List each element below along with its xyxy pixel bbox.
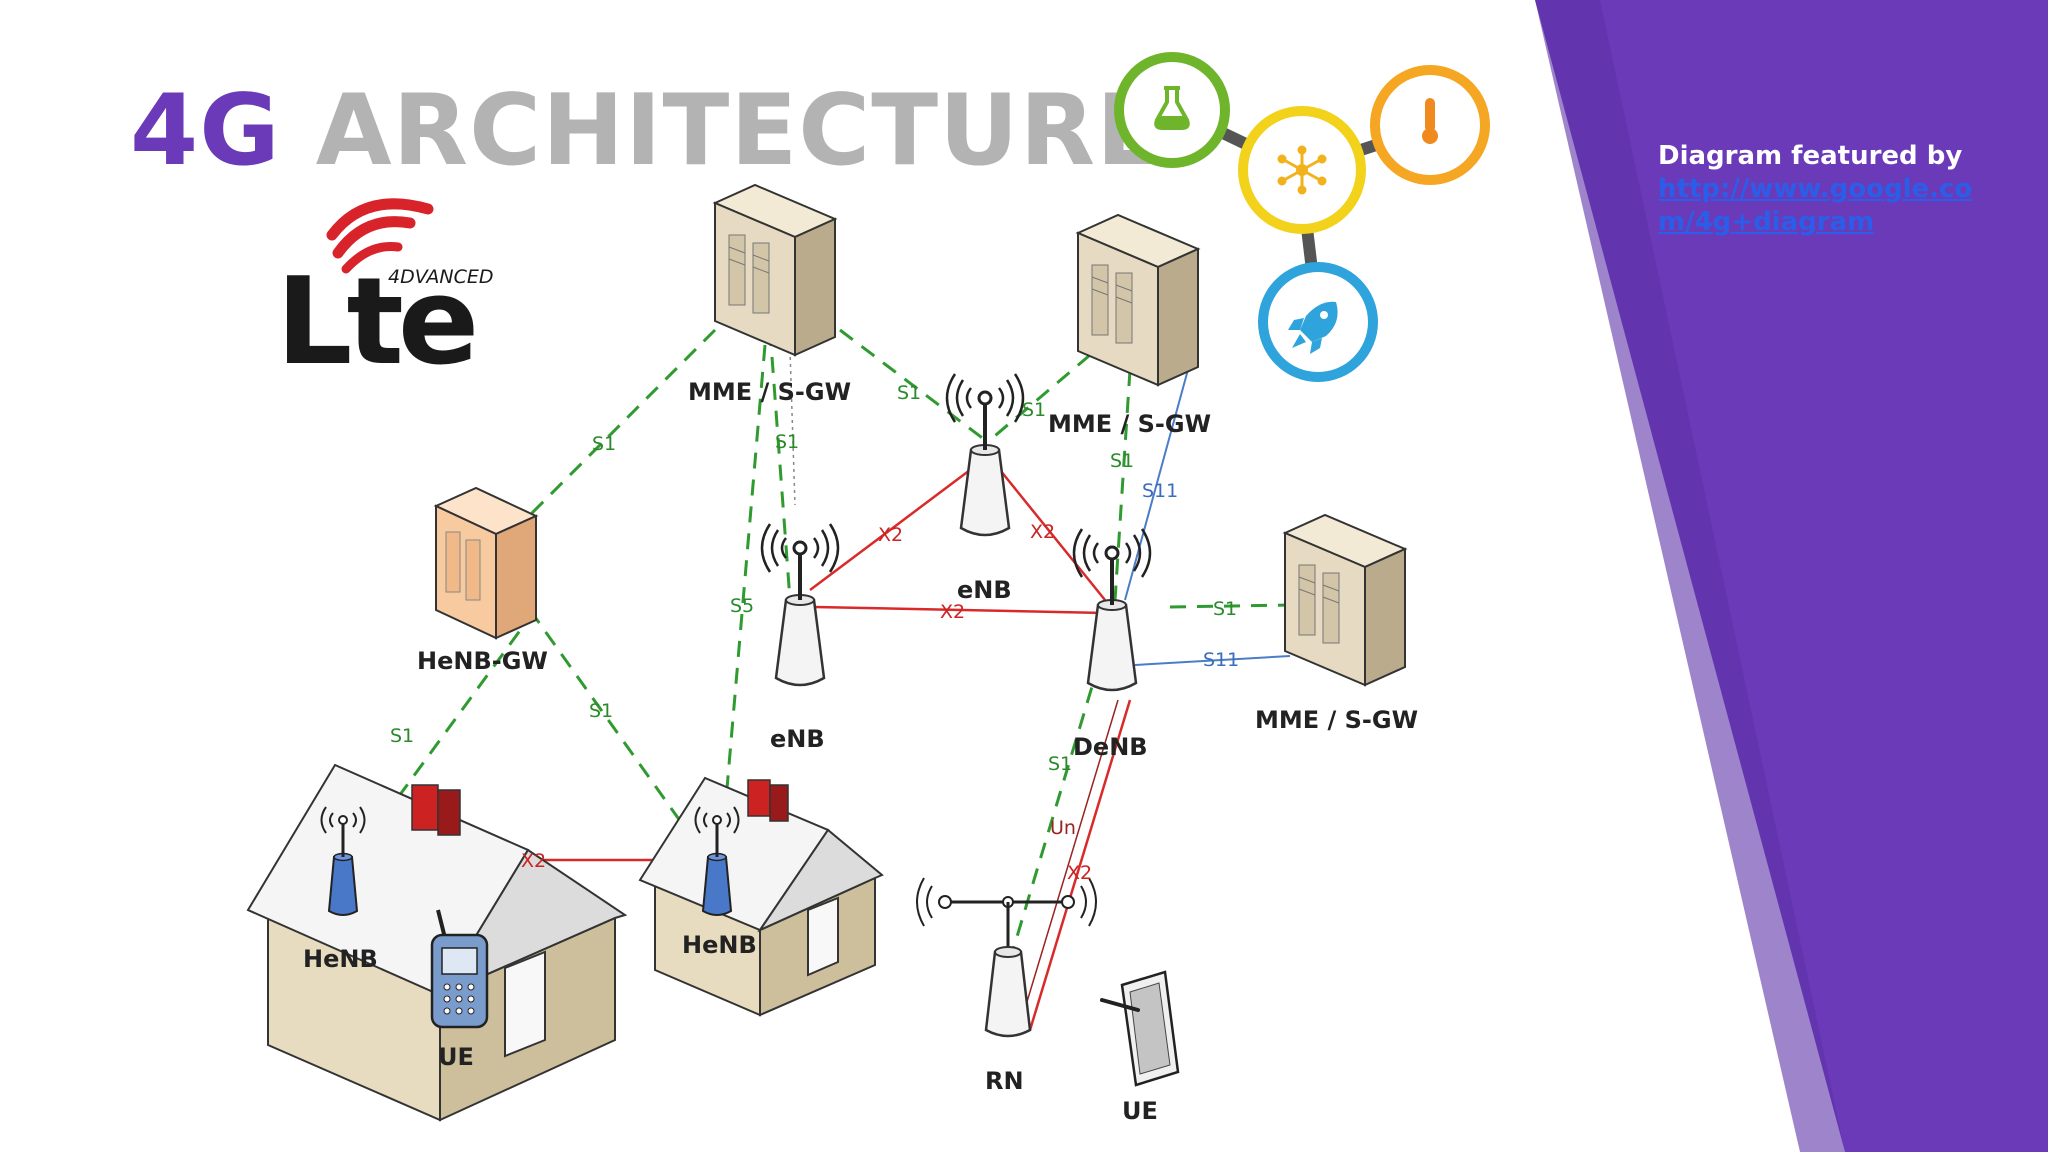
if-label-s1: S1 [897, 382, 921, 404]
label-ue-left: UE [438, 1043, 474, 1071]
rn-relay-node [916, 877, 1097, 1038]
label-henb-gw: HeNB-GW [417, 647, 548, 675]
s11-links [1124, 354, 1291, 666]
title-rest: ARCHITECTURE [315, 74, 1165, 188]
logo-tm: TM [437, 296, 450, 305]
enb-tower-left [760, 522, 840, 687]
label-henb-left: HeNB [303, 945, 378, 973]
network-icon [1238, 106, 1366, 234]
mme-sgw-server-right [1284, 514, 1406, 686]
house-right [638, 776, 884, 1017]
logo-text: Lte [276, 253, 474, 385]
enb-tower-top [945, 372, 1025, 537]
if-label-s1: S1 [592, 433, 616, 455]
process-icons [1114, 52, 1490, 382]
credit-link[interactable]: http://www.google.com/4g+diagram [1658, 174, 1973, 237]
if-label-x2: X2 [1030, 521, 1055, 543]
label-mme-top: MME / S-GW [688, 378, 851, 406]
if-label-x2: X2 [878, 524, 903, 546]
if-label-x2: X2 [1067, 862, 1092, 884]
if-label-s5: S5 [730, 595, 754, 617]
rocket-icon [1258, 262, 1378, 382]
if-label-s11: S11 [1203, 649, 1239, 671]
label-mme-right-top: MME / S-GW [1048, 410, 1211, 438]
slide-title: 4G ARCHITECTURE [130, 82, 1164, 180]
label-mme-right: MME / S-GW [1255, 706, 1418, 734]
if-label-x2: X2 [940, 601, 965, 623]
if-label-un: Un [1050, 817, 1076, 839]
mme-sgw-server-right-top [1077, 214, 1199, 386]
credit-text: Diagram featured by [1658, 141, 1963, 171]
if-label-s1: S1 [775, 431, 799, 453]
if-label-x2: X2 [521, 850, 546, 872]
logo-sub: 4DVANCED [388, 266, 494, 288]
thermometer-icon [1370, 65, 1490, 185]
label-enb-top: eNB [957, 576, 1012, 604]
henb-gw-server [435, 487, 537, 639]
label-ue-right: UE [1122, 1097, 1158, 1125]
label-denb: DeNB [1073, 733, 1148, 761]
if-label-s1: S1 [1213, 598, 1237, 620]
if-label-s1: S1 [390, 725, 414, 747]
title-accent: 4G [130, 74, 281, 188]
if-label-s11: S11 [1142, 480, 1178, 502]
flask-icon [1114, 52, 1230, 168]
mme-sgw-server-top [714, 184, 836, 356]
label-henb-right: HeNB [682, 931, 757, 959]
signal-arcs-icon [326, 198, 434, 274]
label-enb-left: eNB [770, 725, 825, 753]
label-rn: RN [985, 1067, 1024, 1095]
s1-link-dotted [789, 349, 796, 506]
diagram-credit: Diagram featured by http://www.google.co… [1658, 140, 1998, 239]
if-label-s1: S1 [1048, 753, 1072, 775]
if-label-s1: S1 [1022, 399, 1046, 421]
ue-phone-icon [430, 909, 489, 1029]
if-label-s1: S1 [589, 700, 613, 722]
lte-advanced-logo: Lte 4DVANCED TM [276, 198, 494, 385]
if-label-s1: S1 [1110, 450, 1134, 472]
ue-tablet-icon [1100, 970, 1180, 1087]
